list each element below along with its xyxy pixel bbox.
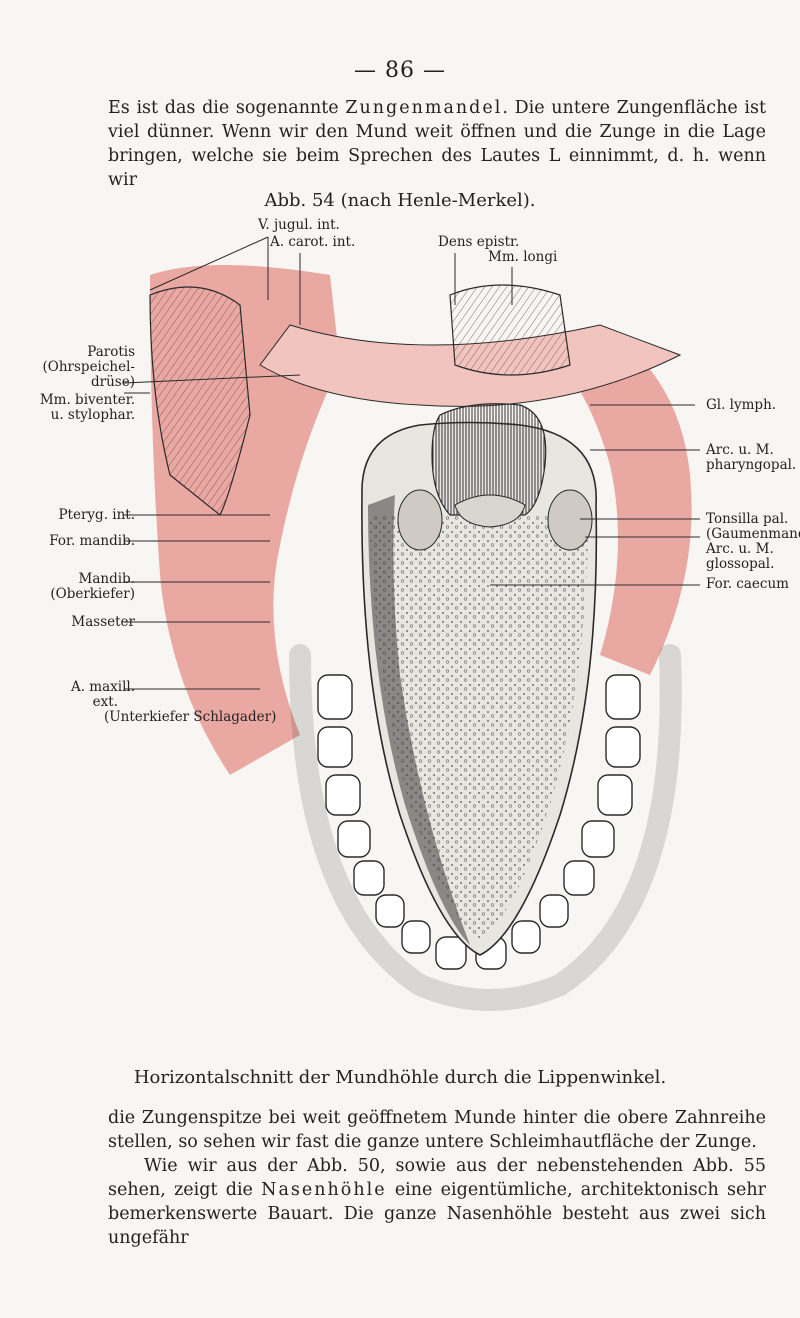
label-parotis-2: (Ohrspeichel-	[42, 359, 135, 375]
right-muscle-mass	[560, 325, 692, 675]
term-zungenmandel: Zungenmandel	[345, 98, 503, 118]
paragraph-top-start: Es ist das die sogenannte	[108, 98, 346, 118]
label-arc-phar-2: pharyngopal.	[706, 457, 797, 473]
label-v-jugul: V. jugul. int.	[258, 217, 340, 233]
label-a-maxill-3: (Unterkiefer Schlagader)	[104, 709, 277, 725]
label-tonsilla-2: (Gaumenmand	[706, 526, 800, 542]
label-mandib-2: (Oberkiefer)	[50, 586, 135, 602]
label-mandib-1: Mandib.	[78, 571, 135, 587]
paragraph-top-end: . Die untere Zungenfläche ist viel dünne…	[108, 98, 767, 190]
label-gl-lymph: Gl. lymph.	[706, 397, 777, 413]
epiglottis	[454, 494, 526, 528]
leader-lines	[123, 236, 700, 690]
label-a-maxill-1: A. maxill.	[70, 679, 135, 695]
teeth-row	[317, 674, 641, 970]
label-arc-phar-1: Arc. u. M.	[706, 442, 774, 458]
tongue-shading-left	[368, 495, 470, 945]
label-a-maxill-2: ext.	[92, 694, 118, 710]
figure-title: Abb. 54 (nach Henle-Merkel).	[264, 190, 536, 211]
label-for-caecum: For. caecum	[706, 576, 789, 592]
paragraph-bottom-end: eine eigentümliche, architektonisch sehr…	[108, 1180, 766, 1248]
mandible-left	[149, 286, 251, 516]
figure-caption: Horizontalschnitt der Mundhöhle durch di…	[133, 1067, 667, 1088]
paragraph-bottom-line2: Wie wir aus der Abb. 50, sowie aus der n…	[108, 1154, 766, 1250]
label-mm-longi: Mm. longi	[488, 249, 558, 265]
label-arc-gloss-1: Arc. u. M.	[706, 541, 774, 557]
paragraph-bottom-line1: die Zungenspitze bei weit geöffnetem Mun…	[108, 1108, 766, 1152]
label-masseter: Masseter	[71, 614, 135, 630]
paragraph-top: Es ist das die sogenannte Zungenmandel. …	[108, 96, 766, 192]
paragraph-bottom-start: Wie wir aus der Abb. 50, sowie aus der n…	[108, 1156, 766, 1200]
label-mm-biventer-2: u. stylophar.	[50, 407, 135, 423]
label-mm-biventer-1: Mm. biventer.	[39, 392, 135, 408]
term-nasenhoehle: Nasenhöhle	[261, 1180, 387, 1200]
label-parotis-3: drüse)	[91, 374, 135, 390]
vertebra	[449, 284, 571, 376]
label-arc-gloss-2: glossopal.	[706, 556, 775, 572]
label-pteryg: Pteryg. int.	[58, 507, 135, 523]
anatomical-figure: V. jugul. int. A. carot. int. Dens epist…	[0, 215, 800, 1065]
dental-arch	[289, 644, 682, 1011]
label-for-mandib: For. mandib.	[49, 533, 135, 549]
anatomical-illustration	[123, 236, 700, 1011]
label-a-carot: A. carot. int.	[270, 234, 356, 250]
label-dens-epistr: Dens epistr.	[438, 234, 520, 250]
paragraph-bottom: die Zungenspitze bei weit geöffnetem Mun…	[108, 1106, 766, 1250]
page-number: — 86 —	[354, 58, 446, 83]
tonsil-right	[547, 489, 593, 551]
tonsil-left	[397, 489, 443, 551]
label-tonsilla-1: Tonsilla pal.	[706, 511, 789, 527]
pharynx-opening	[431, 403, 547, 516]
label-parotis-1: Parotis	[87, 344, 135, 360]
